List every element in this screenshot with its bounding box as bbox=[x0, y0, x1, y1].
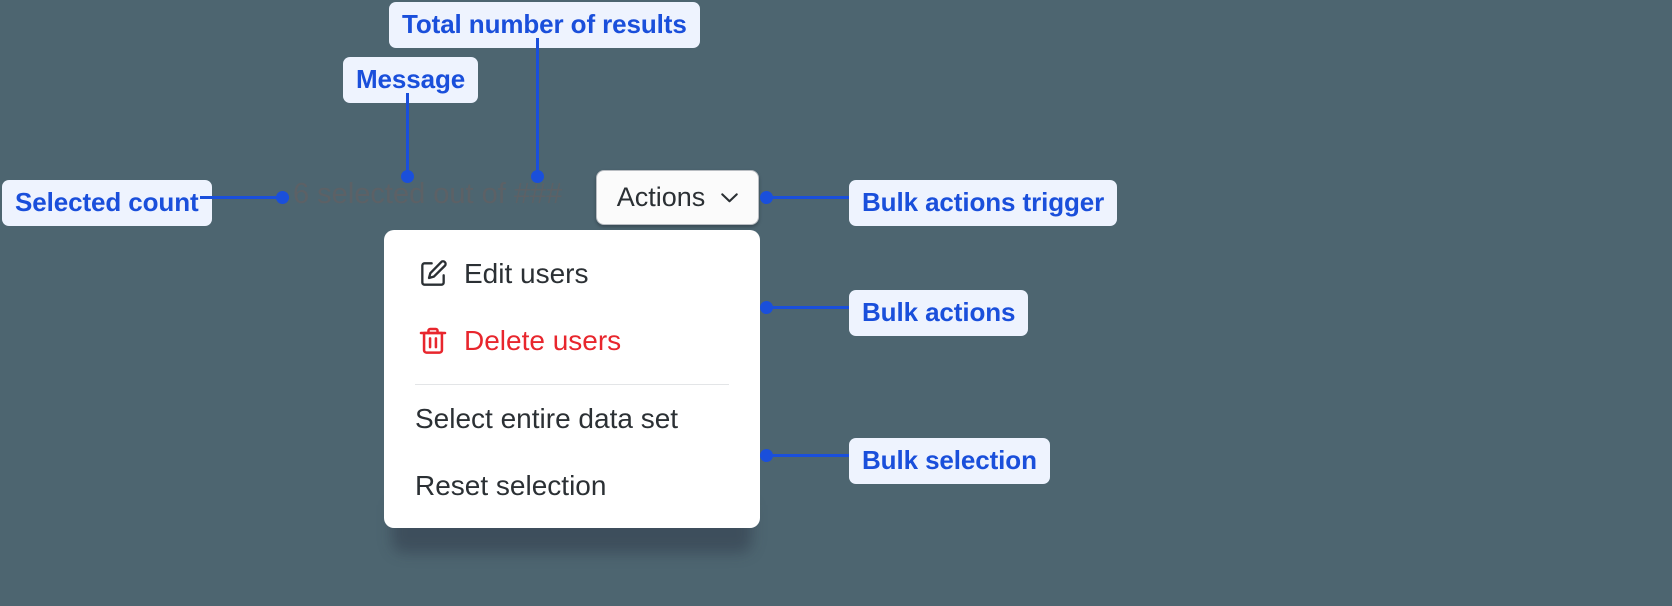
connector-line-bulk-selection bbox=[766, 454, 852, 457]
bulk-actions-trigger-button[interactable]: Actions bbox=[596, 170, 759, 225]
menu-item-label: Delete users bbox=[464, 324, 622, 356]
annotation-total-number-of-results: Total number of results bbox=[389, 2, 700, 48]
chevron-down-icon bbox=[721, 192, 739, 203]
menu-item-label: Reset selection bbox=[415, 469, 607, 501]
menu-item-edit-users[interactable]: Edit users bbox=[384, 240, 760, 307]
annotation-bulk-selection: Bulk selection bbox=[849, 438, 1050, 484]
menu-item-reset-selection[interactable]: Reset selection bbox=[384, 452, 760, 519]
connector-line-total-results bbox=[536, 38, 539, 181]
connector-line-bulk-actions bbox=[766, 306, 852, 309]
edit-pencil-square-icon bbox=[416, 258, 450, 290]
connector-line-message bbox=[406, 93, 409, 181]
connector-dot-selected-count bbox=[276, 191, 289, 204]
annotation-selected-count: Selected count bbox=[2, 180, 212, 226]
menu-item-select-entire-data-set[interactable]: Select entire data set bbox=[384, 385, 760, 452]
menu-item-label: Edit users bbox=[464, 257, 589, 289]
annotation-bulk-actions-trigger: Bulk actions trigger bbox=[849, 180, 1118, 226]
annotation-message: Message bbox=[343, 57, 479, 103]
connector-line-selected-count bbox=[200, 196, 289, 199]
actions-button-label: Actions bbox=[616, 182, 706, 212]
connector-dot-message bbox=[401, 170, 414, 183]
menu-divider bbox=[415, 384, 729, 385]
menu-item-delete-users[interactable]: Delete users bbox=[384, 307, 760, 374]
connector-dot-total-results bbox=[531, 170, 544, 183]
annotation-bulk-actions: Bulk actions bbox=[849, 290, 1029, 336]
menu-item-label: Select entire data set bbox=[415, 402, 679, 434]
trash-icon bbox=[416, 325, 450, 357]
connector-line-bulk-actions-trigger bbox=[766, 196, 852, 199]
selected-count-status-text: 6 selected out of ### bbox=[293, 178, 563, 210]
bulk-actions-dropdown-menu: Edit users Delete users Select entire da… bbox=[384, 230, 760, 528]
